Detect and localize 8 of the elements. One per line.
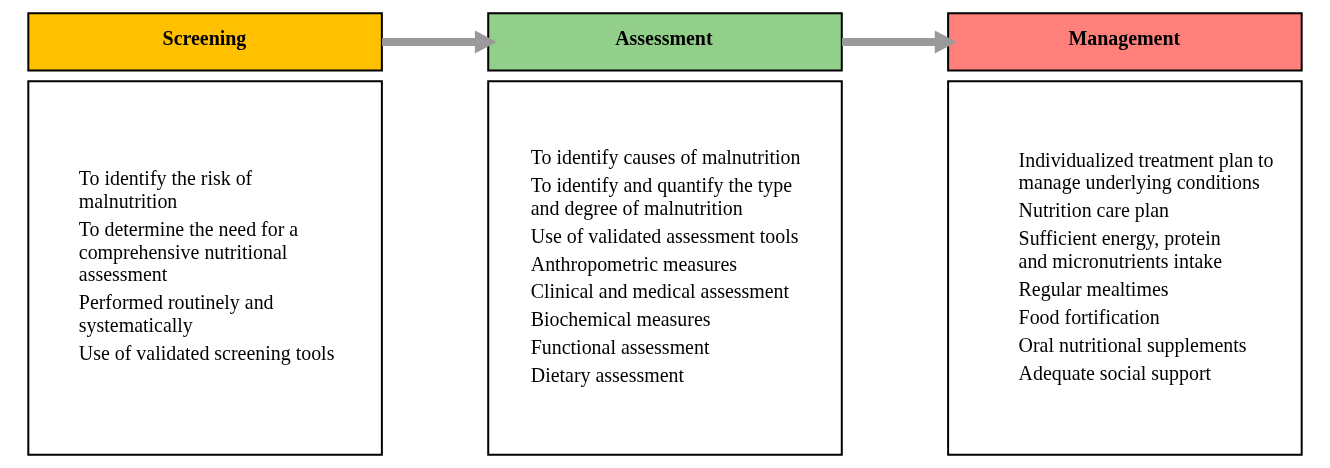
node-box: Individualized treatment plan to manage underlying conditions Nutrition care plan Sufficient energy, protein and micronutrients intake Regular mealtimes Food fortification Oral nutritional supplements Adequate social support xyxy=(947,80,1303,456)
arrow xyxy=(841,30,957,54)
arrow xyxy=(382,30,497,54)
node-box: To identify causes of malnutrition To identify and quantify the type and degree of malnutrition Use of validated assessment tools Anthropometric measures Clinical and medical assessment Biochemical measures Functional assessment Dietary assessment xyxy=(487,80,843,456)
node-box: To identify the risk of malnutrition To determine the need for a comprehensive nutritional assessment Performed routinely and systematically Use of validated screening tools xyxy=(27,80,383,456)
node-box: Assessment xyxy=(487,12,843,72)
node-box: Management xyxy=(947,12,1303,72)
node-box: Screening xyxy=(27,12,383,72)
